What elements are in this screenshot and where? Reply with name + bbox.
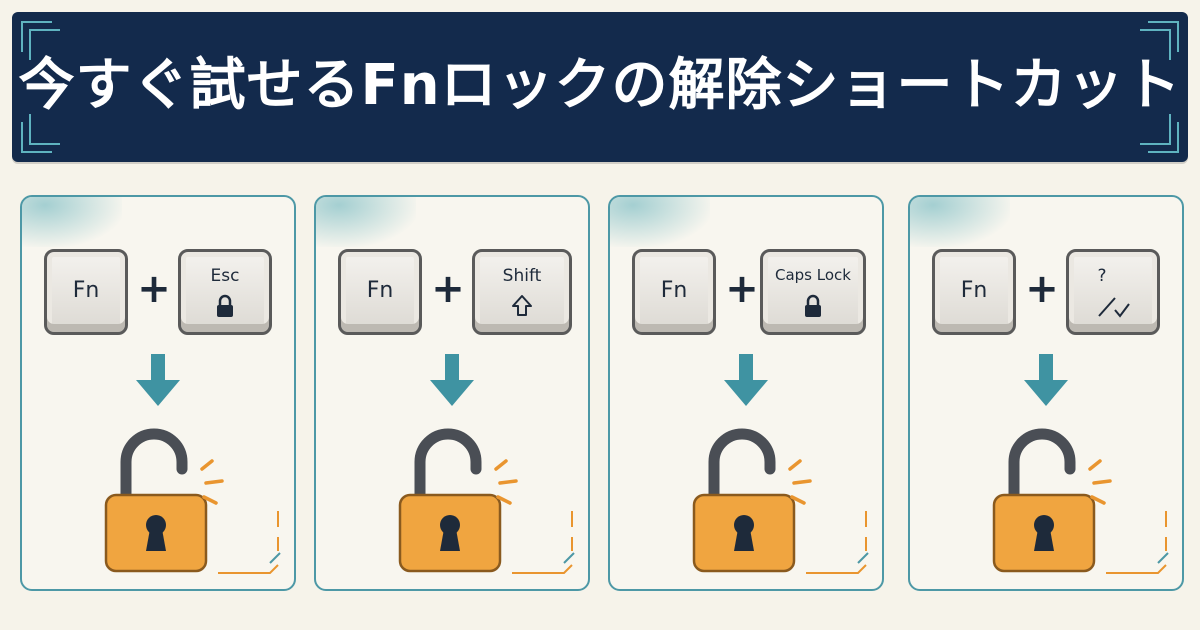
fn-key-label: Fn (72, 278, 100, 303)
fn-key: Fn (338, 249, 422, 335)
fn-key-label: Fn (660, 278, 688, 303)
down-arrow-icon (136, 354, 180, 406)
slash-check-icon (1098, 297, 1130, 318)
shift-arrow-icon (512, 295, 532, 316)
shortcut-card-caps-lock: Fn + Caps Lock (608, 195, 884, 591)
watercolor-wash (910, 197, 1010, 247)
fn-key: Fn (44, 249, 128, 335)
down-arrow-icon (724, 354, 768, 406)
unlocked-padlock-icon (692, 428, 812, 573)
question-key-label: ? (1097, 266, 1107, 286)
padlock-icon (805, 294, 821, 317)
fn-key-label: Fn (366, 278, 394, 303)
plus-sign: + (431, 266, 465, 312)
caps-lock-key: Caps Lock (760, 249, 866, 335)
banner-frame-decoration (21, 21, 1179, 153)
plus-sign: + (137, 266, 171, 312)
shortcut-card-question: Fn + ? (908, 195, 1184, 591)
watercolor-wash (316, 197, 416, 247)
corner-decoration (806, 511, 869, 574)
fn-key-label: Fn (960, 278, 988, 303)
corner-decoration (512, 511, 575, 574)
shortcut-card-shift: Fn + Shift (314, 195, 590, 591)
watercolor-wash (610, 197, 710, 247)
corner-decoration (1106, 511, 1169, 574)
shift-key: Shift (472, 249, 572, 335)
fn-key: Fn (932, 249, 1016, 335)
question-key: ? (1066, 249, 1160, 335)
fn-key: Fn (632, 249, 716, 335)
esc-key: Esc (178, 249, 272, 335)
esc-key-label: Esc (210, 266, 240, 286)
down-arrow-icon (1024, 354, 1068, 406)
title-banner: 今すぐ試せるFnロックの解除ショートカット (12, 12, 1188, 162)
unlocked-padlock-icon (992, 428, 1112, 573)
plus-sign: + (725, 266, 759, 312)
page-title: 今すぐ試せるFnロックの解除ショートカット (18, 53, 1182, 118)
padlock-icon (217, 294, 233, 317)
plus-sign: + (1025, 266, 1059, 312)
unlocked-padlock-icon (398, 428, 518, 573)
down-arrow-icon (430, 354, 474, 406)
unlocked-padlock-icon (104, 428, 224, 573)
caps-lock-key-label: Caps Lock (775, 266, 851, 284)
shortcut-panels: Fn + Esc (20, 195, 1184, 615)
corner-decoration (218, 511, 281, 574)
shortcut-card-esc: Fn + Esc (20, 195, 296, 591)
shift-key-label: Shift (502, 266, 542, 286)
watercolor-wash (22, 197, 122, 247)
